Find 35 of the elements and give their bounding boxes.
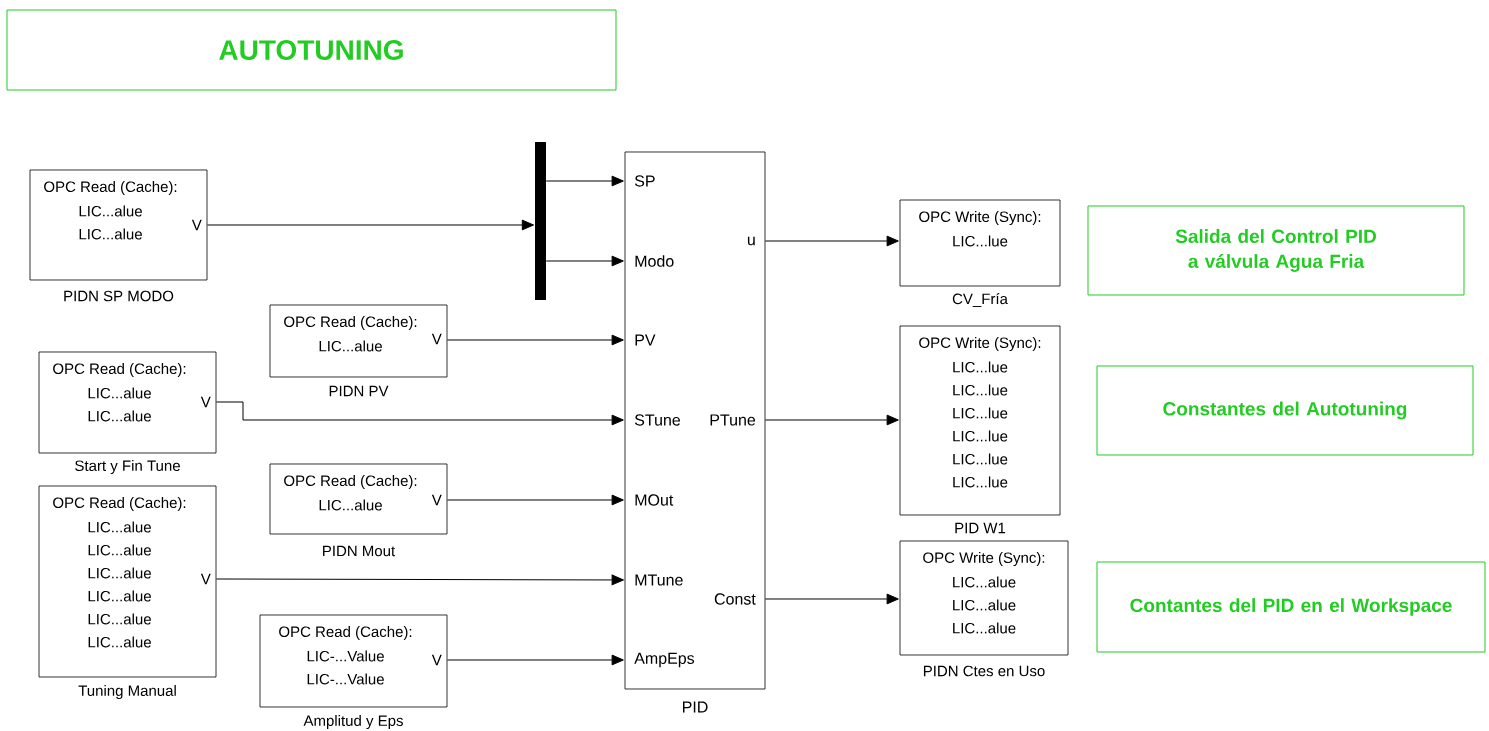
block-label: PIDN PV [329, 385, 389, 397]
block-label: Amplitud y Eps [303, 715, 403, 729]
read-block: OPC Read (Cache): LIC-...Value LIC-...Value V [259, 614, 448, 708]
note-box: Contantes del PID en el Workspace [1096, 561, 1486, 653]
block-label: Start y Fin Tune [75, 460, 180, 474]
read-block: OPC Read (Cache): LIC...alue LIC...alue V [38, 351, 217, 454]
arrow [446, 334, 624, 346]
arrow [545, 255, 624, 267]
arrow [764, 235, 899, 247]
arrow [764, 593, 899, 605]
arrow [446, 494, 624, 506]
pid-block: SP Modo PV STune MOut MTune AmpEps u PTune Const [624, 151, 766, 690]
arrow [215, 401, 624, 426]
note-box: Constantes del Autotuning [1096, 365, 1474, 456]
arrow [215, 574, 624, 586]
read-block: OPC Read (Cache): LIC...alue V [269, 463, 448, 535]
note-box: Salida del Control PID a válvula Agua Fria [1087, 205, 1465, 296]
write-block: OPC Write (Sync): LIC...alue LIC...alue LIC...alue [899, 540, 1069, 656]
block-label: PID W1 [955, 522, 1006, 534]
read-block: OPC Read (Cache): LIC...alue V [269, 304, 448, 378]
block-label: CV_Fría [952, 293, 1008, 307]
arrow [545, 175, 624, 187]
arrow [446, 654, 624, 666]
arrow [206, 219, 535, 231]
write-block: OPC Write (Sync): LIC...lue [899, 199, 1061, 287]
block-label: PIDN SP MODO [64, 290, 174, 302]
arrow [764, 414, 899, 426]
write-block: OPC Write (Sync): LIC...lue LIC...lue LIC...lue LIC...lue LIC...lue LIC...lue [899, 325, 1061, 516]
block-label: PIDN Mout [323, 545, 396, 557]
block-label: PID [683, 701, 708, 713]
block-label: PIDN Ctes en Uso [923, 665, 1045, 677]
read-block: OPC Read (Cache): LIC...alue LIC...alue LIC...alue LIC...alue LIC...alue LIC...alue V [38, 485, 217, 678]
read-block: OPC Read (Cache): LIC...alue LIC...alue V [29, 169, 208, 281]
note-box: AUTOTUNING [6, 9, 617, 91]
block-label: Tuning Manual [78, 685, 176, 699]
